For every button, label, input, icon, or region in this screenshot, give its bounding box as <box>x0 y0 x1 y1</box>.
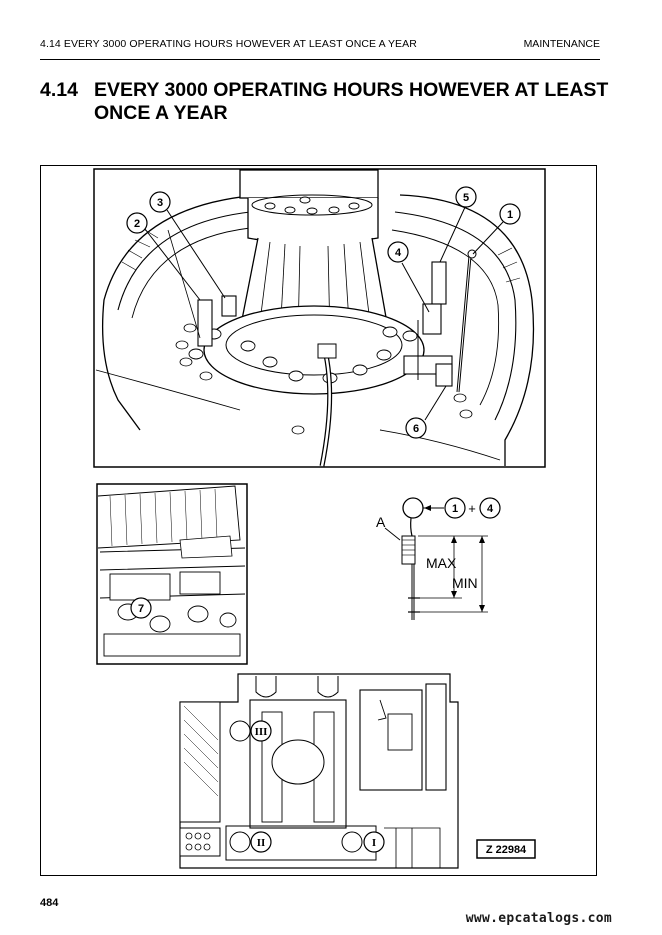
dipstick-detail: 1 + 4 A MAX MIN <box>376 497 501 620</box>
figure-frame <box>40 165 597 876</box>
header-divider <box>40 59 600 60</box>
page-number: 484 <box>40 897 59 909</box>
header-section-title: 4.14 EVERY 3000 OPERATING HOURS HOWEVER … <box>40 38 417 50</box>
callout-4: 4 <box>395 247 402 259</box>
dipstick-plus: + <box>468 501 476 516</box>
callout-6: 6 <box>413 423 419 435</box>
dipstick-callout-1: 1 <box>452 503 458 515</box>
roman-callout-ii: II <box>257 837 266 849</box>
watermark: www.epcatalogs.com <box>465 911 612 926</box>
top-panel-swing-drive: 1 2 3 4 5 6 <box>93 168 546 468</box>
bottom-panel-plan-view: I II III Z 22984 <box>179 673 536 869</box>
figure-id: Z 22984 <box>486 844 527 856</box>
max-label: MAX <box>426 555 457 571</box>
callout-2: 2 <box>134 218 140 230</box>
callout-5: 5 <box>463 192 469 204</box>
dipstick-callout-4: 4 <box>487 503 494 515</box>
dipstick-letter-a: A <box>376 514 386 530</box>
callout-7: 7 <box>138 603 144 615</box>
middle-panel-engine: 7 <box>96 483 248 665</box>
callout-3: 3 <box>157 197 163 209</box>
min-label: MIN <box>452 575 478 591</box>
header-chapter: MAINTENANCE <box>523 38 600 50</box>
title-number: 4.14 <box>40 79 78 101</box>
title-text: EVERY 3000 OPERATING HOURS HOWEVER AT LE… <box>94 79 609 124</box>
roman-callout-i: I <box>372 837 376 849</box>
roman-callout-iii: III <box>255 726 268 738</box>
callout-1: 1 <box>507 209 513 221</box>
